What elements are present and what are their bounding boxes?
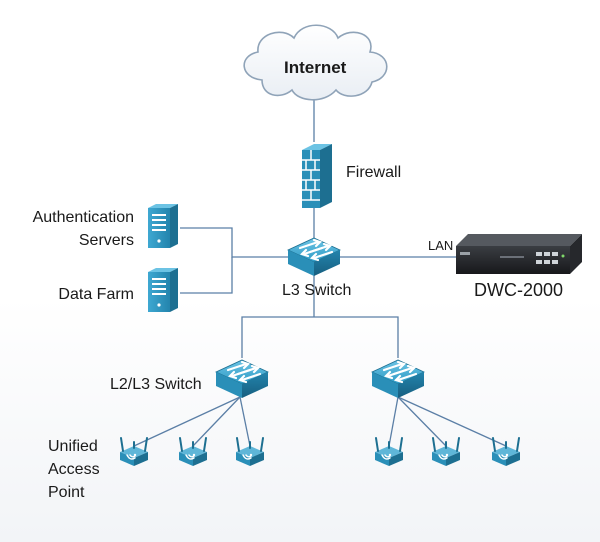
internet-cloud-icon [243, 24, 388, 101]
link-sw2-ap1 [388, 396, 399, 447]
link-sw2-ap3 [397, 396, 507, 447]
dwc-2000-appliance-icon [456, 234, 582, 274]
authentication-servers-label-line2: Servers [78, 232, 134, 249]
access-point-icon [235, 437, 265, 467]
l2l3-switch-label: L2/L3 Switch [110, 376, 202, 393]
data-farm-label: Data Farm [58, 286, 134, 303]
dwc-2000-label: DWC-2000 [474, 280, 564, 300]
internet-label: Internet [284, 58, 347, 77]
lan-label: LAN [428, 238, 454, 253]
l2l3-switch-right-icon [370, 358, 426, 400]
link-sw1-ap3 [239, 396, 251, 447]
connection-lines [133, 96, 507, 447]
access-point-icon [178, 437, 208, 467]
authentication-server-icon [148, 204, 178, 248]
access-point-icon [431, 437, 461, 467]
authentication-servers-label-line1: Authentication [32, 209, 134, 226]
firewall-label: Firewall [346, 164, 402, 181]
access-point-label-line1: Unified [48, 438, 98, 455]
firewall-icon [302, 144, 332, 208]
link-auth-l3 [180, 227, 290, 258]
access-point-icon [119, 437, 149, 467]
access-point-icon [374, 437, 404, 467]
l3-switch-icon [286, 236, 342, 278]
link-sw2-ap2 [397, 396, 447, 447]
access-point-label-line3: Point [48, 484, 85, 501]
l2l3-switch-left-icon [214, 358, 270, 400]
l3-switch-label: L3 Switch [282, 282, 352, 299]
link-datafarm-l3 [180, 257, 233, 294]
link-bus [241, 316, 399, 358]
link-sw1-ap1 [133, 396, 241, 447]
data-farm-server-icon [148, 268, 178, 312]
access-point-label-line2: Access [48, 461, 100, 478]
link-sw1-ap2 [192, 396, 241, 447]
